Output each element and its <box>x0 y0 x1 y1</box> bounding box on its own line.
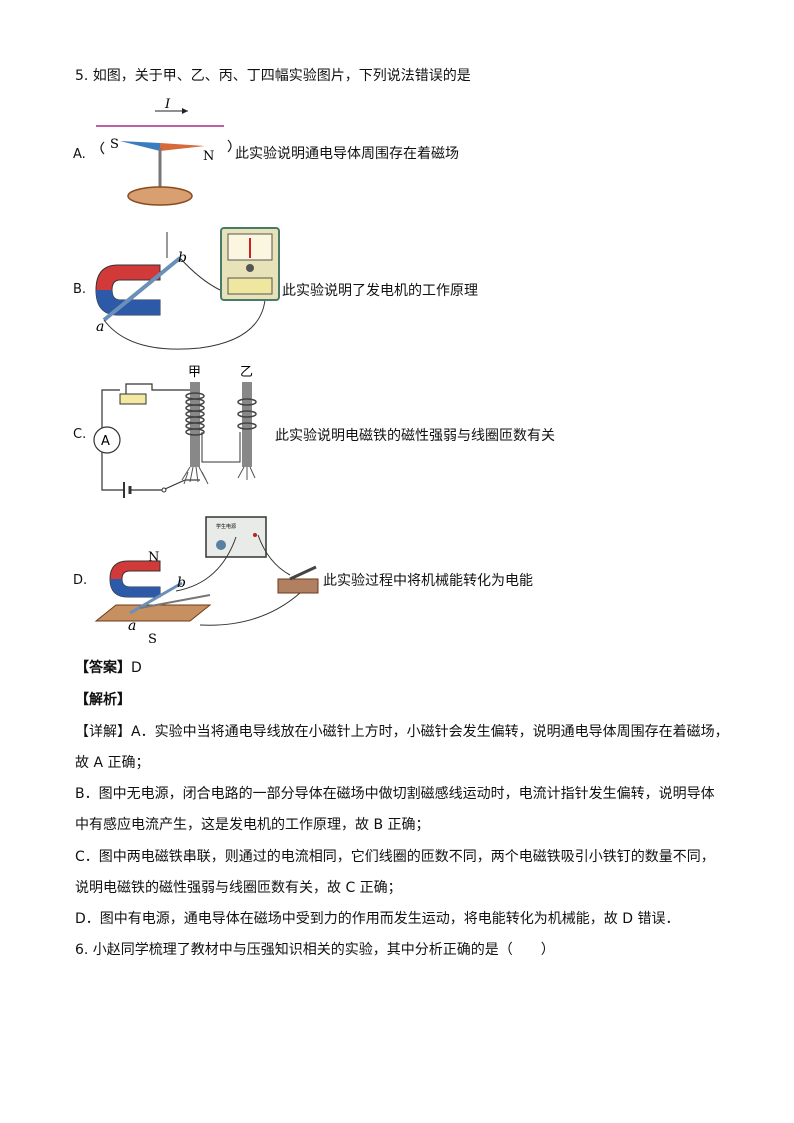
needle-s-label: S <box>110 137 119 152</box>
detail-line-3: B．图中无电源，闭合电路的一部分导体在磁场中做切割磁感线运动时，电流计指针发生偏… <box>75 786 715 802</box>
knife-switch-blade <box>289 565 317 581</box>
option-c-letter: C. <box>73 427 87 442</box>
wire-to-meter <box>179 257 221 291</box>
rail-1 <box>139 594 211 609</box>
knife-switch-base <box>277 578 319 594</box>
ammeter-label: A <box>101 434 110 449</box>
option-c-text: 此实验说明电磁铁的磁性强弱与线圈匝数有关 <box>275 428 555 444</box>
nails-yi <box>237 466 256 480</box>
coil-yi <box>237 398 257 430</box>
rheostat-slider-wire <box>125 383 190 394</box>
rheostat <box>119 393 147 405</box>
magnet-jia-label: 甲 <box>188 365 201 380</box>
analysis-label: 【解析】 <box>75 692 131 708</box>
question-5-stem: 5. 如图，关于甲、乙、丙、丁四幅实验图片，下列说法错误的是 <box>75 68 471 84</box>
current-label: I <box>164 97 171 112</box>
galvanometer-terminals <box>227 277 273 295</box>
end-a-label-d: a <box>128 618 136 634</box>
answer-label: 【答案】 <box>75 660 131 676</box>
answer-line: 【答案】D <box>75 658 142 678</box>
figure-b-generator: b a <box>95 227 280 350</box>
end-b-label: b <box>178 250 187 266</box>
detail-line-4: 中有感应电流产生，这是发电机的工作原理，故 B 正确； <box>75 817 430 833</box>
power-supply-label: 学生电源 <box>216 523 236 530</box>
detail-line-6: 说明电磁铁的磁性强弱与线圈匝数有关，故 C 正确； <box>75 880 402 896</box>
iron-core-yi <box>242 382 252 467</box>
pole-n-label: N <box>148 550 159 565</box>
nails-jia <box>181 466 209 485</box>
figure-a-oersted: I S N <box>96 97 232 206</box>
detail-line-2: 故 A 正确； <box>75 755 150 771</box>
power-terminal <box>253 533 257 537</box>
rotate-arrow-left <box>100 141 105 155</box>
end-a-label: a <box>96 319 104 335</box>
option-d-letter: D. <box>73 573 88 588</box>
needle-n-label: N <box>203 149 214 164</box>
needle-north-half <box>160 143 205 151</box>
series-wire <box>201 432 241 463</box>
coil-jia <box>185 392 205 436</box>
magnet-blue-pole-d <box>110 579 160 597</box>
conductor-rod <box>129 581 183 615</box>
question-6-stem: 6. 小赵同学梳理了教材中与压强知识相关的实验，其中分析正确的是（ ） <box>75 942 555 958</box>
needle-south-half <box>120 141 160 151</box>
wire-to-switch <box>257 534 291 576</box>
current-arrowhead <box>182 108 188 114</box>
option-d-text: 此实验过程中将机械能转化为电能 <box>323 573 533 589</box>
answer-value: D <box>131 660 142 676</box>
wooden-base <box>94 604 212 622</box>
figure-c-electromagnets: A 甲 乙 <box>93 365 257 498</box>
return-wire <box>103 299 266 350</box>
ammeter <box>93 426 121 454</box>
option-b-text: 此实验说明了发电机的工作原理 <box>282 283 478 299</box>
detail-line-1: 【详解】A．实验中当将通电导线放在小磁针上方时，小磁针会发生偏转，说明通电导体周… <box>75 724 729 740</box>
return-wire-d <box>199 592 301 626</box>
option-a-text: 此实验说明通电导体周围存在着磁场 <box>235 146 459 162</box>
iron-core-jia <box>190 382 200 467</box>
detail-line-7: D．图中有电源，通电导体在磁场中受到力的作用而发生运动，将电能转化为机械能，故 … <box>75 911 680 927</box>
option-b-letter: B. <box>73 282 87 297</box>
figure-d-motor: 学生电源 N S b a <box>94 516 319 647</box>
power-knob <box>216 540 226 550</box>
switch-lever <box>164 479 186 490</box>
option-a-letter: A. <box>73 147 86 162</box>
detail-line-5: C．图中两电磁铁串联，则通过的电流相同，它们线圈的匝数不同，两个电磁铁吸引小铁钉… <box>75 849 715 865</box>
magnet-yi-label: 乙 <box>240 365 253 380</box>
pole-s-label: S <box>148 632 157 647</box>
conductor-ab <box>102 256 182 322</box>
rotate-arrow-right <box>227 139 232 153</box>
stand-base <box>127 186 193 206</box>
galvanometer-knob <box>246 264 254 272</box>
wire-to-rail <box>175 536 237 592</box>
end-b-label-d: b <box>177 575 186 591</box>
